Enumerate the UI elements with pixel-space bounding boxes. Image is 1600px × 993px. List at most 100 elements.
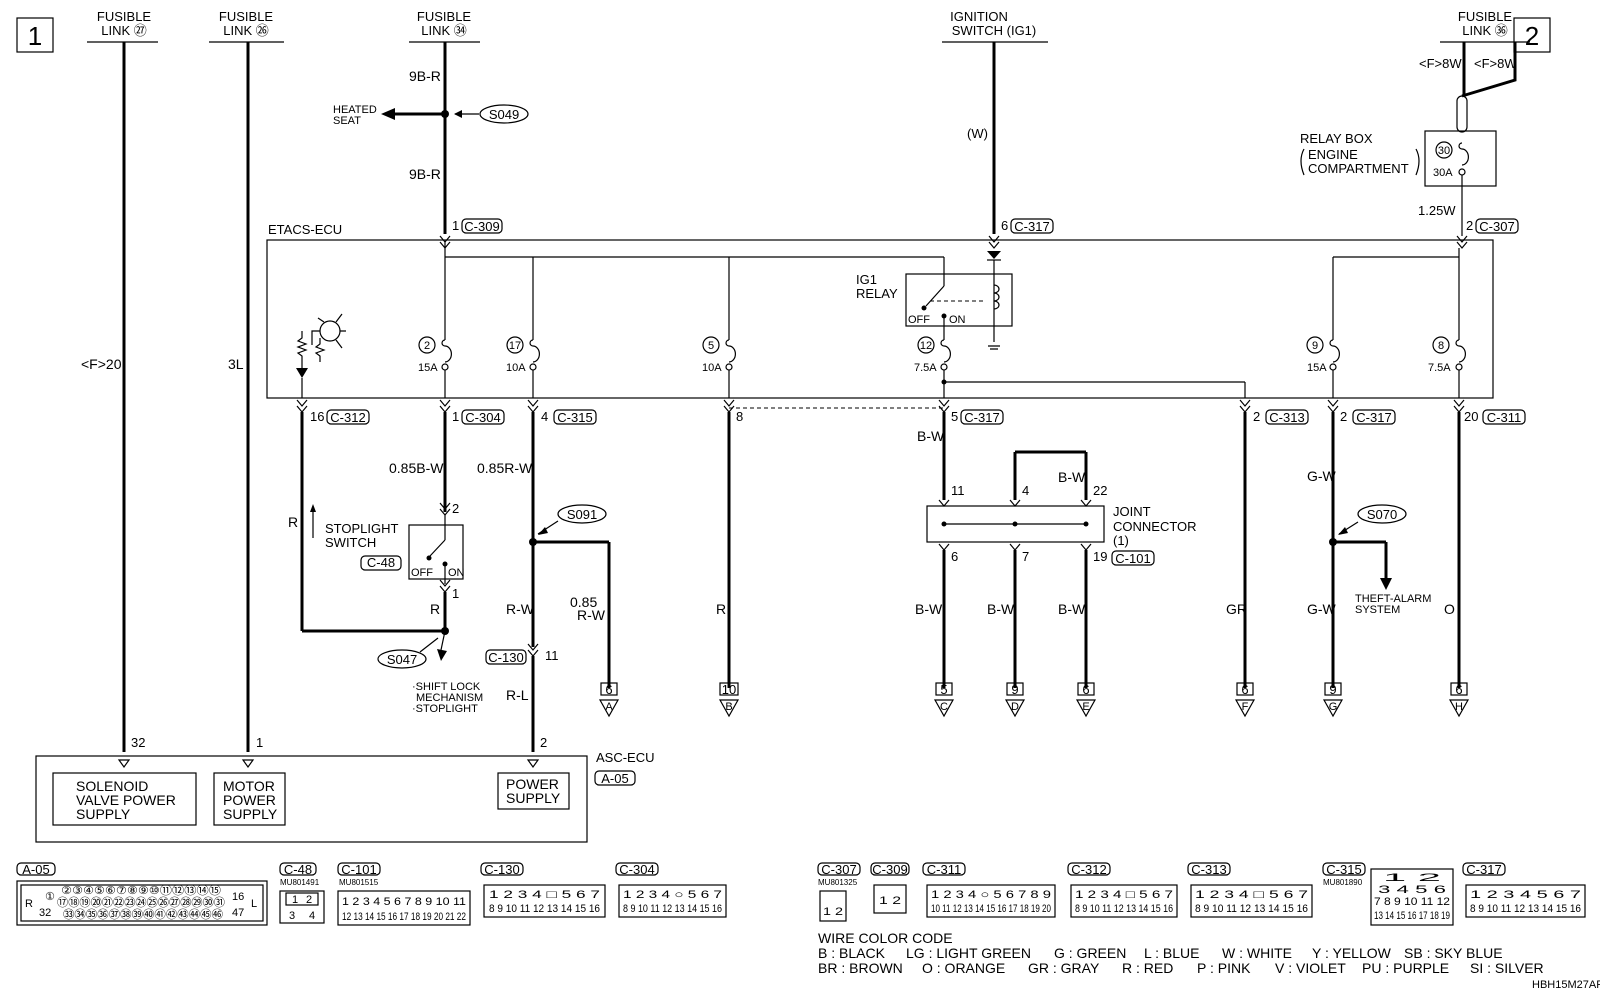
offpage-d: 9 D xyxy=(1004,682,1026,718)
svg-text:O: O xyxy=(1444,601,1455,617)
svg-text:COMPARTMENT: COMPARTMENT xyxy=(1308,161,1409,176)
pin-c311: 20 C-311 xyxy=(1453,399,1526,425)
svg-text:MOTOR: MOTOR xyxy=(223,778,275,794)
asc-ecu-box: ASC-ECU A-05 SOLENOID VALVE POWER SUPPLY… xyxy=(35,750,655,843)
svg-text:S049: S049 xyxy=(489,107,519,122)
wire-c317-5: B-W xyxy=(917,412,946,500)
page-marker-1: 1 xyxy=(16,17,54,53)
wire-c317-2: G-W G-W THEFT-ALARM SYSTEM xyxy=(1307,412,1431,688)
svg-text:L: L xyxy=(251,898,257,910)
svg-text:C-309: C-309 xyxy=(464,219,499,234)
svg-text:8 9 10 11 12 13 14 15 16: 8 9 10 11 12 13 14 15 16 xyxy=(489,903,600,915)
svg-text:B-W: B-W xyxy=(987,601,1015,617)
svg-text:1 2 3 4 5 6 7 8 9 10 11: 1 2 3 4 5 6 7 8 9 10 11 xyxy=(342,896,466,908)
svg-text:C-315: C-315 xyxy=(557,410,592,425)
svg-text:SOLENOID: SOLENOID xyxy=(76,778,148,794)
pin-c309: 1 C-309 xyxy=(439,218,503,249)
svg-text:R: R xyxy=(716,601,726,617)
svg-text:2: 2 xyxy=(540,735,547,750)
connector-c130: C-130 1 2 3 4 □ 5 6 7 8 9 10 11 12 13 14… xyxy=(480,862,606,918)
connector-c130-inline: C-130 11 R-L 2 xyxy=(485,643,559,752)
svg-text:㉝㉞㉟㊱㊲㊳㊴㊵㊶㊷㊸㊹㊺㊻: ㉝㉞㉟㊱㊲㊳㊴㊵㊶㊷㊸㊹㊺㊻ xyxy=(63,908,223,921)
svg-text:9: 9 xyxy=(1011,682,1018,697)
fuse-8: 8 7.5A xyxy=(1428,336,1466,398)
svg-text:Y : YELLOW: Y : YELLOW xyxy=(1312,945,1392,961)
svg-text:P : PINK: P : PINK xyxy=(1197,960,1251,976)
svg-text:11: 11 xyxy=(545,648,559,663)
fusible-link-27-label: FUSIBLE LINK ㉗ xyxy=(87,9,158,43)
svg-text:BR : BROWN: BR : BROWN xyxy=(818,960,903,976)
svg-text:⑰⑱⑲⑳㉑㉒㉓㉔㉕㉖㉗㉘㉙㉚㉛: ⑰⑱⑲⑳㉑㉒㉓㉔㉕㉖㉗㉘㉙㉚㉛ xyxy=(57,896,225,909)
svg-text:OFF: OFF xyxy=(908,314,930,326)
svg-text:1 2: 1 2 xyxy=(823,906,843,918)
svg-text:1: 1 xyxy=(452,409,459,424)
wire-c315: 0.85R-W R-W 0.85 R-W xyxy=(477,412,611,688)
ig1-relay: IG1 RELAY OFF ON xyxy=(856,272,1013,350)
svg-text:C-304: C-304 xyxy=(465,410,500,425)
svg-text:C-307: C-307 xyxy=(1479,219,1514,234)
svg-text:<F>8W: <F>8W xyxy=(1419,56,1462,71)
svg-text:R-W: R-W xyxy=(506,601,535,617)
fuse-12: 12 7.5A xyxy=(914,336,951,398)
svg-text:<F>8W: <F>8W xyxy=(1474,56,1517,71)
svg-text:C-304: C-304 xyxy=(619,862,654,877)
svg-text:8 9 10 11 12 13 14 15 16: 8 9 10 11 12 13 14 15 16 xyxy=(623,903,722,915)
svg-text:2: 2 xyxy=(424,340,430,352)
svg-text:10: 10 xyxy=(722,682,736,697)
svg-text:B-W: B-W xyxy=(915,601,943,617)
svg-text:C-317: C-317 xyxy=(1466,862,1501,877)
svg-text:MU801890: MU801890 xyxy=(1323,878,1363,887)
svg-text:6: 6 xyxy=(1241,682,1248,697)
svg-text:0.85R-W: 0.85R-W xyxy=(477,460,533,476)
svg-text:19: 19 xyxy=(1093,549,1107,564)
connector-c313: C-313 1 2 3 4 □ 5 6 7 8 9 10 11 12 13 14… xyxy=(1187,862,1313,918)
fusible-link-36-label: FUSIBLE LINK ㊱ xyxy=(1440,9,1530,43)
wire-c311: O xyxy=(1444,412,1461,688)
svg-text:6: 6 xyxy=(951,549,958,564)
splice-s049: S049 xyxy=(479,104,529,124)
svg-text:0.85B-W: 0.85B-W xyxy=(389,460,444,476)
svg-text:1: 1 xyxy=(452,218,459,233)
svg-text:2: 2 xyxy=(1253,409,1260,424)
svg-text:A-05: A-05 xyxy=(22,862,49,877)
offpage-a: 6 A xyxy=(598,682,620,718)
joint-connector: JOINT CONNECTOR (1) B-W 11 4 22 6 7 19 C… xyxy=(926,450,1197,566)
svg-text:G-W: G-W xyxy=(1307,468,1337,484)
svg-text:HEATED: HEATED xyxy=(333,104,377,116)
fuse-5: 5 10A xyxy=(702,257,736,398)
svg-text:4: 4 xyxy=(541,409,548,424)
svg-text:FUSIBLE: FUSIBLE xyxy=(417,9,472,24)
svg-text:10A: 10A xyxy=(702,362,722,374)
svg-text:F: F xyxy=(1242,701,1249,713)
splice-s070: S070 xyxy=(1357,504,1407,524)
wire-stoplight-out: 1 R ·SHIFT LOCK MECHANISM ·STOPLIGHT xyxy=(412,579,483,715)
offpage-f: 6 F xyxy=(1234,682,1256,718)
offpage-h: 6 H xyxy=(1448,682,1470,718)
svg-text:1 2: 1 2 xyxy=(879,895,901,907)
svg-text:8 9 10 11 12 13 14 15 16: 8 9 10 11 12 13 14 15 16 xyxy=(1470,903,1581,915)
svg-text:MECHANISM: MECHANISM xyxy=(416,692,483,704)
svg-text:OFF: OFF xyxy=(411,567,433,579)
wire-fl27: <F>20 32 xyxy=(81,42,145,752)
svg-text:RELAY: RELAY xyxy=(856,286,898,301)
svg-text:1 2 3 4 □ 5 6 7: 1 2 3 4 □ 5 6 7 xyxy=(489,889,600,901)
svg-text:ENGINE: ENGINE xyxy=(1308,147,1358,162)
fusible-link-26-label: FUSIBLE LINK ㉖ xyxy=(209,9,284,43)
svg-text:(1): (1) xyxy=(1113,533,1129,548)
svg-text:S091: S091 xyxy=(567,507,597,522)
svg-text:0.85: 0.85 xyxy=(570,594,597,610)
fuse-2: 2 15A xyxy=(418,336,452,398)
svg-text:②③④⑤⑥⑦⑧⑨⑩⑪⑫⑬⑭⑮: ②③④⑤⑥⑦⑧⑨⑩⑪⑫⑬⑭⑮ xyxy=(61,884,221,897)
svg-text:5: 5 xyxy=(708,340,714,352)
svg-text:LINK ㉞: LINK ㉞ xyxy=(421,23,467,38)
svg-text:SWITCH: SWITCH xyxy=(325,535,376,550)
svg-text:30A: 30A xyxy=(1433,167,1453,179)
svg-text:SUPPLY: SUPPLY xyxy=(506,790,561,806)
wire-jc-outputs: B-W B-W B-W xyxy=(915,550,1088,688)
svg-text:R: R xyxy=(288,514,298,530)
svg-text:S047: S047 xyxy=(387,652,417,667)
svg-text:POWER: POWER xyxy=(506,776,559,792)
svg-text:3 4 5 6: 3 4 5 6 xyxy=(1378,884,1446,896)
svg-text:WIRE COLOR CODE: WIRE COLOR CODE xyxy=(818,930,953,946)
